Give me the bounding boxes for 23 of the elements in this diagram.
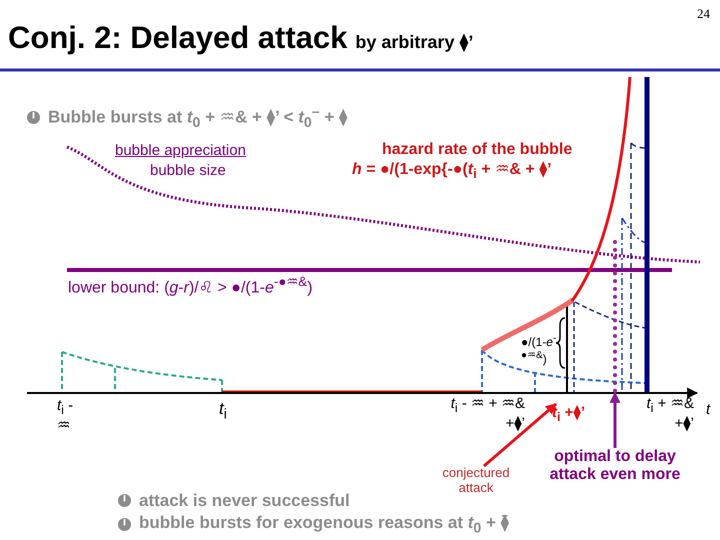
slide-title: Conj. 2: Delayed attack xyxy=(8,20,348,56)
curve-label: hazard rate of the bubble xyxy=(382,141,572,160)
axis-label: t$_{i}$ + ♒& +⧫’ xyxy=(646,396,694,432)
axis-label: t$_{i}$ - ♒ xyxy=(57,397,74,435)
annotation-text: optimal to delay attack even more xyxy=(539,448,691,485)
formula: lower bound: (g-r)/♌ > ●/(1-e$^{-●♒&}$) xyxy=(68,274,313,298)
arrow xyxy=(483,402,557,468)
axis-label: t$_{i}$ xyxy=(219,399,227,423)
axis-label: t$_{i}$ +⧫’ xyxy=(552,404,585,424)
annotation-text: conjectured attack xyxy=(436,466,516,496)
axis-label: t$_{i}$ - ♒ + ♒& +⧫’ xyxy=(450,396,525,432)
formula: ●/(1-e$^{-}$$^{●♒&}$) xyxy=(521,332,558,366)
axis-label: t xyxy=(706,401,710,418)
curve-label: bubble appreciation xyxy=(115,142,246,160)
arrow xyxy=(610,392,620,448)
title-suffix: by arbitrary ⧫’ xyxy=(355,32,474,53)
formula: h = ●/(1-exp{-●(t$_{i}$ + ♒& + ⧫’ xyxy=(352,161,552,182)
bullet-text: Bubble bursts at t$_{0}$ + ♒& + ⧫’ < t$_{0}$$^{–}$ + ⧫ xyxy=(48,104,348,132)
bullet-text: attack is never successful xyxy=(139,491,350,511)
dotted-line xyxy=(613,240,617,393)
curve-label: bubble size xyxy=(150,162,226,180)
page-number: 24 xyxy=(697,7,710,22)
bullet-text: bubble bursts for exogenous reasons at t$_{0}$ + ⧫̄ xyxy=(139,513,510,537)
